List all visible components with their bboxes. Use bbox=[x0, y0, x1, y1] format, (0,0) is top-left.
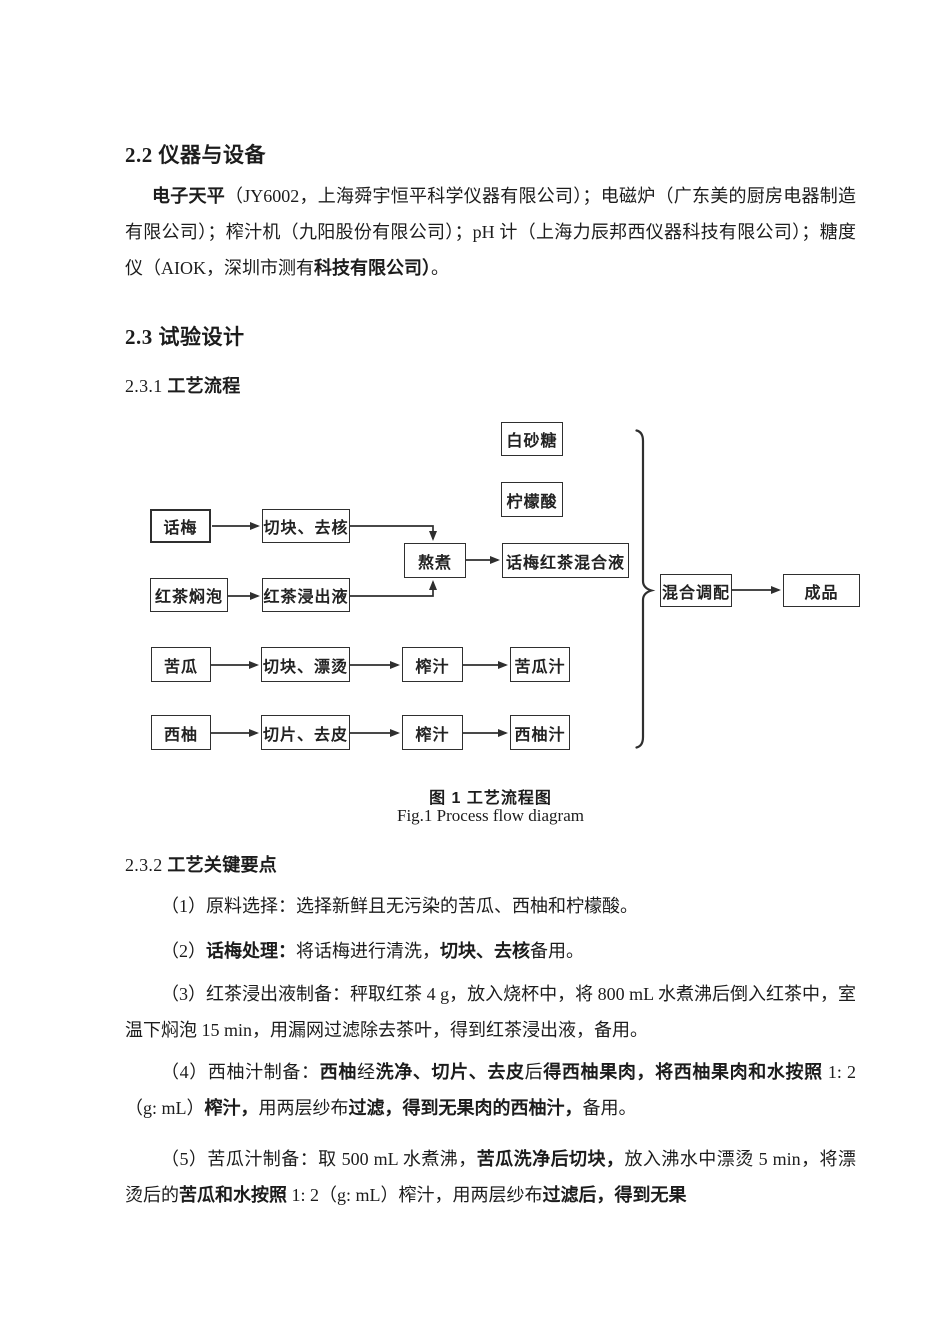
key-point-item-4: （4）西柚汁制备：西柚经洗净、切片、去皮后得西柚果肉，将西柚果肉和水按照 1: … bbox=[125, 1062, 857, 1118]
key-point-item-5: （5）苦瓜汁制备：取 500 mL 水煮沸，苦瓜洗净后切块，放入沸水中漂烫 5 … bbox=[125, 1149, 857, 1205]
flow-node-juicing-2: 榨汁 bbox=[402, 715, 463, 750]
flow-node-black-tea-brew: 红茶焖泡 bbox=[150, 578, 228, 612]
key-point-item-2: （2）话梅处理：将话梅进行清洗，切块、去核备用。 bbox=[161, 941, 584, 961]
flow-node-blend: 混合调配 bbox=[660, 574, 732, 607]
key-point-item-1: （1）原料选择：选择新鲜且无污染的苦瓜、西柚和柠檬酸。 bbox=[161, 896, 638, 916]
flow-node-cut-and-pit: 切块、去核 bbox=[262, 509, 350, 543]
flow-node-plum-black-tea-mix: 话梅红茶混合液 bbox=[502, 543, 629, 578]
flow-node-grapefruit-juice: 西柚汁 bbox=[510, 715, 570, 750]
figure-caption-en: Fig.1 Process flow diagram bbox=[397, 806, 584, 825]
flow-node-juicing-1: 榨汁 bbox=[402, 647, 463, 682]
section-2-3-2-heading: 2.3.2 工艺关键要点 bbox=[125, 855, 278, 875]
flow-node-slice-and-peel: 切片、去皮 bbox=[261, 715, 350, 750]
flow-node-preserved-plum: 话梅 bbox=[150, 509, 211, 543]
grouping-brace bbox=[635, 429, 656, 749]
flow-node-citric-acid: 柠檬酸 bbox=[501, 482, 563, 517]
flow-node-black-tea-infusion: 红茶浸出液 bbox=[262, 578, 350, 612]
flow-node-grapefruit: 西柚 bbox=[151, 715, 211, 750]
flow-node-finished-product: 成品 bbox=[783, 574, 860, 607]
section-2-2-heading: 2.2 仪器与设备 bbox=[125, 143, 266, 167]
section-2-3-heading: 2.3 试验设计 bbox=[125, 325, 245, 349]
figure-caption-zh: 图 1 工艺流程图 bbox=[429, 790, 552, 807]
flow-node-boil: 熬煮 bbox=[404, 543, 466, 578]
flow-node-cut-and-blanch: 切块、漂烫 bbox=[261, 647, 350, 682]
flow-node-bitter-melon-juice: 苦瓜汁 bbox=[510, 647, 570, 682]
flow-node-bitter-melon: 苦瓜 bbox=[151, 647, 211, 682]
equipment-paragraph: 电子天平（JY6002，上海舜宇恒平科学仪器有限公司）；电磁炉（广东美的厨房电器… bbox=[125, 186, 856, 278]
flow-node-sugar: 白砂糖 bbox=[501, 422, 563, 456]
section-2-3-1-heading: 2.3.1 工艺流程 bbox=[125, 376, 241, 396]
key-point-item-3: （3）红茶浸出液制备：秤取红茶 4 g，放入烧杯中，将 800 mL 水煮沸后倒… bbox=[125, 984, 856, 1040]
